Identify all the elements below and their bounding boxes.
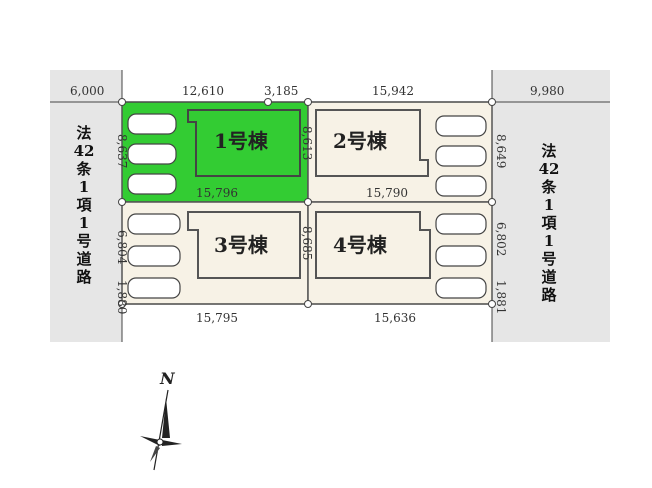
boundary-points bbox=[118, 98, 496, 308]
mid-upper-dim: 8,613 bbox=[300, 126, 314, 160]
building-1-outline bbox=[187, 109, 301, 177]
building-3-label: 3号棟 bbox=[214, 233, 269, 257]
frontage-top-1-label: 12,610 bbox=[182, 84, 224, 98]
right-road-label: 法 42 条 1 項 1 号 道 路 bbox=[539, 142, 560, 304]
svg-text:法: 法 bbox=[76, 124, 91, 142]
left-road bbox=[50, 70, 122, 342]
right-middle-dim: 6,802 bbox=[494, 222, 508, 256]
svg-text:路: 路 bbox=[76, 268, 92, 286]
frontage-left-label: 6,000 bbox=[70, 84, 104, 98]
compass-icon: N bbox=[140, 369, 182, 471]
frontage-right-label: 9,980 bbox=[530, 84, 564, 98]
compass-north-label: N bbox=[159, 369, 176, 388]
left-lower-dim: 1,880 bbox=[115, 280, 129, 314]
svg-text:号: 号 bbox=[541, 250, 556, 268]
parking-lot-1 bbox=[127, 113, 177, 195]
frontage-top-2-label: 3,185 bbox=[264, 84, 298, 98]
svg-text:道: 道 bbox=[76, 250, 91, 268]
svg-text:42: 42 bbox=[74, 142, 95, 160]
left-middle-dim: 6,804 bbox=[115, 230, 129, 265]
frontage-top-3-label: 15,942 bbox=[372, 84, 414, 98]
svg-text:条: 条 bbox=[540, 178, 557, 196]
bottom-left-dim: 15,795 bbox=[196, 311, 238, 325]
right-road bbox=[492, 70, 610, 342]
svg-text:道: 道 bbox=[541, 268, 556, 286]
building-2-outline bbox=[315, 109, 429, 177]
parking-lot-3 bbox=[127, 213, 181, 299]
svg-text:路: 路 bbox=[541, 286, 557, 304]
svg-text:42: 42 bbox=[539, 160, 560, 178]
left-upper-dim: 8,637 bbox=[115, 134, 129, 168]
b2-bottom-dim: 15,790 bbox=[366, 186, 408, 200]
right-upper-dim: 8,649 bbox=[494, 134, 508, 168]
svg-text:1: 1 bbox=[79, 214, 89, 232]
parking-lot-4 bbox=[435, 213, 487, 299]
svg-text:1: 1 bbox=[544, 232, 554, 250]
building-1-label: 1号棟 bbox=[214, 129, 269, 153]
bottom-right-dim: 15,636 bbox=[374, 311, 416, 325]
svg-text:項: 項 bbox=[76, 196, 92, 214]
mid-lower-dim: 8,685 bbox=[300, 226, 314, 260]
building-4-outline bbox=[315, 211, 431, 279]
building-3-outline bbox=[187, 211, 301, 279]
svg-text:項: 項 bbox=[541, 214, 557, 232]
svg-text:1: 1 bbox=[544, 196, 554, 214]
svg-text:1: 1 bbox=[79, 178, 89, 196]
left-road-label: 法 42 条 1 項 1 号 道 路 bbox=[74, 124, 95, 286]
building-4-label: 4号棟 bbox=[333, 233, 388, 257]
building-2-label: 2号棟 bbox=[333, 129, 388, 153]
parking-lot-2 bbox=[435, 115, 487, 197]
svg-text:法: 法 bbox=[541, 142, 556, 160]
b1-bottom-dim: 15,796 bbox=[196, 186, 238, 200]
svg-text:条: 条 bbox=[75, 160, 92, 178]
right-lower-dim: 1,881 bbox=[494, 280, 508, 314]
svg-text:号: 号 bbox=[76, 232, 91, 250]
